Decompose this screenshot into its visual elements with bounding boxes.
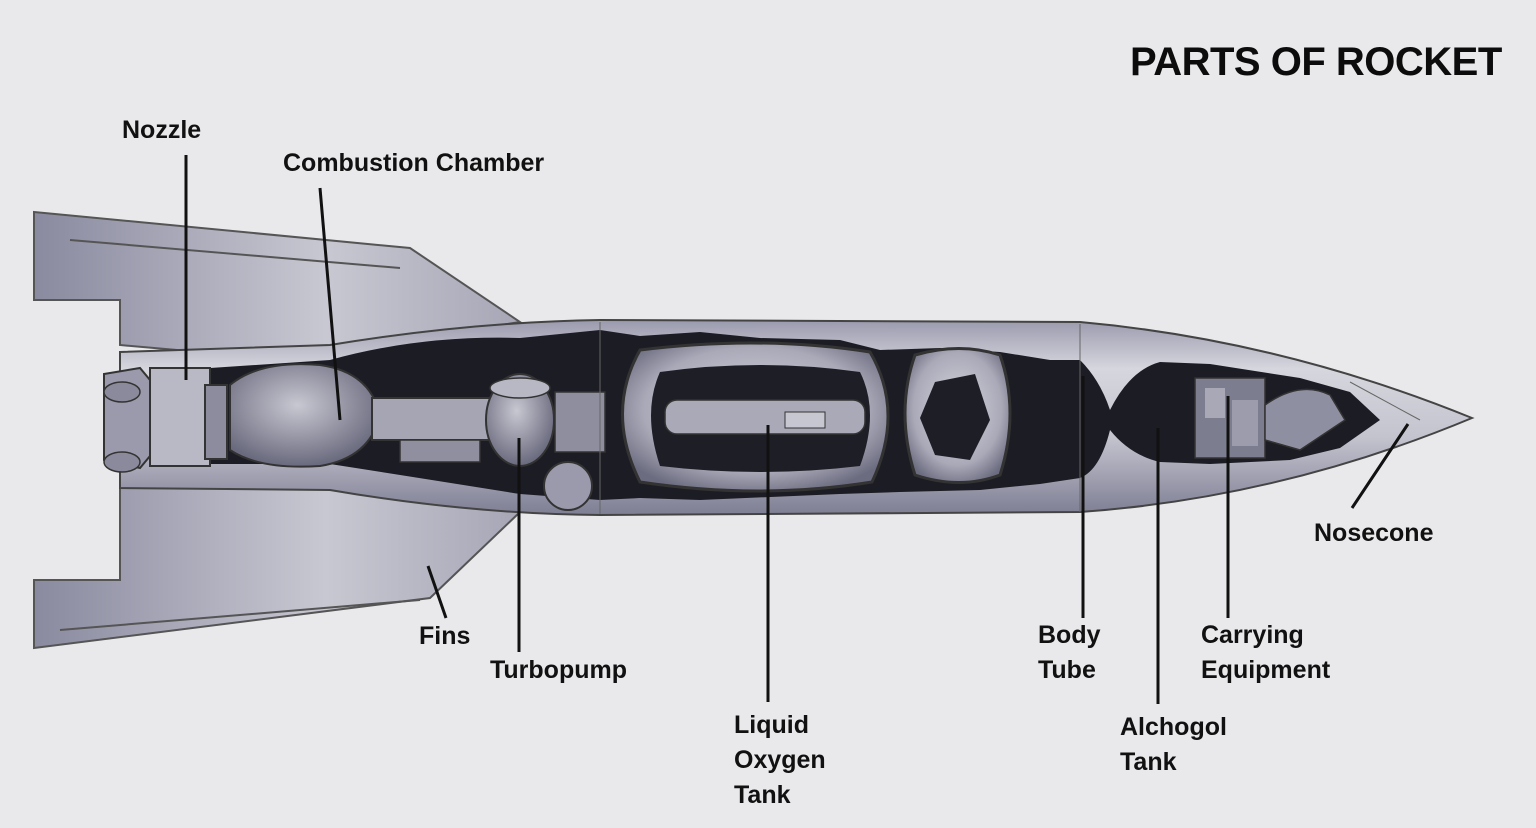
label-liquid-oxygen-tank: Liquid Oxygen Tank	[734, 708, 826, 813]
label-line: Oxygen	[734, 746, 826, 774]
combustion-chamber-leader	[318, 187, 342, 421]
label-turbopump: Turbopump	[490, 656, 627, 684]
combustion-chamber-shape	[229, 363, 382, 468]
nozzle-shape	[149, 367, 211, 467]
label-line: Liquid	[734, 711, 809, 739]
nosecone-leader	[1350, 423, 1410, 509]
label-alchogol-tank: Alchogol Tank	[1120, 710, 1227, 780]
label-carrying-equipment: Carrying Equipment	[1201, 618, 1330, 688]
label-line: Carrying	[1201, 621, 1304, 649]
diagram-title: PARTS OF ROCKET	[1130, 40, 1502, 84]
label-combustion-chamber: Combustion Chamber	[283, 149, 545, 177]
label-line: Tank	[734, 781, 791, 809]
label-line: Tank	[1120, 748, 1177, 776]
label-fins: Fins	[419, 622, 471, 650]
label-body-tube: Body Tube	[1038, 618, 1101, 688]
label-line: Alchogol	[1120, 713, 1227, 741]
label-nozzle: Nozzle	[122, 116, 202, 144]
label-nosecone: Nosecone	[1314, 519, 1434, 547]
label-line: Equipment	[1201, 656, 1331, 684]
label-line: Tube	[1038, 656, 1096, 684]
fins-leader	[426, 565, 448, 619]
label-line: Body	[1038, 621, 1101, 649]
